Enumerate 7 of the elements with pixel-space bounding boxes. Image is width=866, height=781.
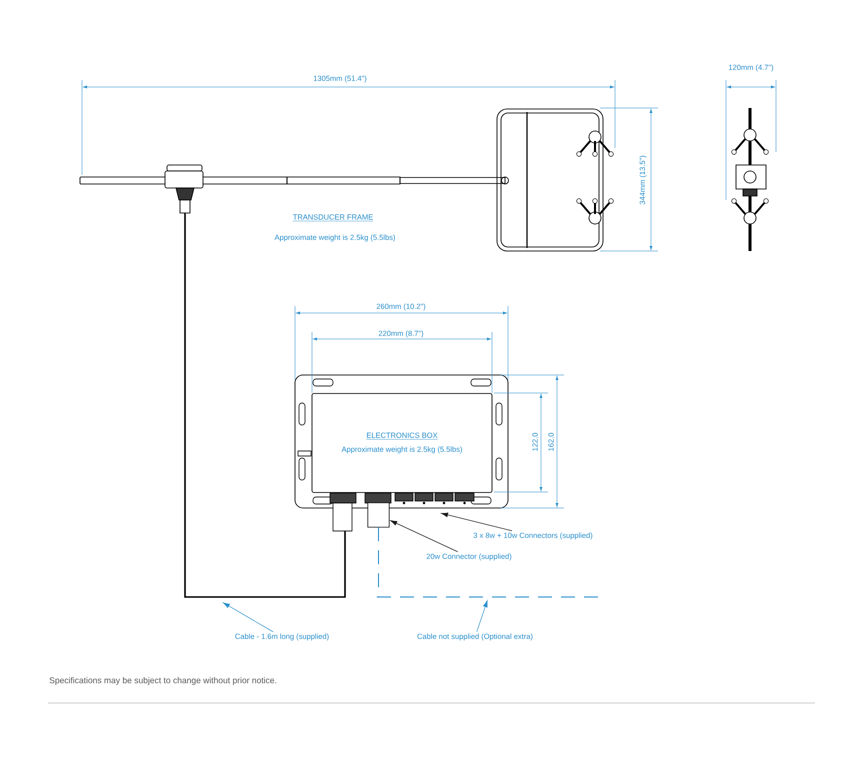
leader-line <box>390 520 458 552</box>
cable-drawing <box>376 526 379 598</box>
leader-line <box>222 602 274 632</box>
footnote: Specifications may be subject to change without prior notice. <box>50 677 276 685</box>
leader-line <box>476 600 488 632</box>
connector-sleeve <box>367 502 390 528</box>
leader-line <box>441 512 512 532</box>
